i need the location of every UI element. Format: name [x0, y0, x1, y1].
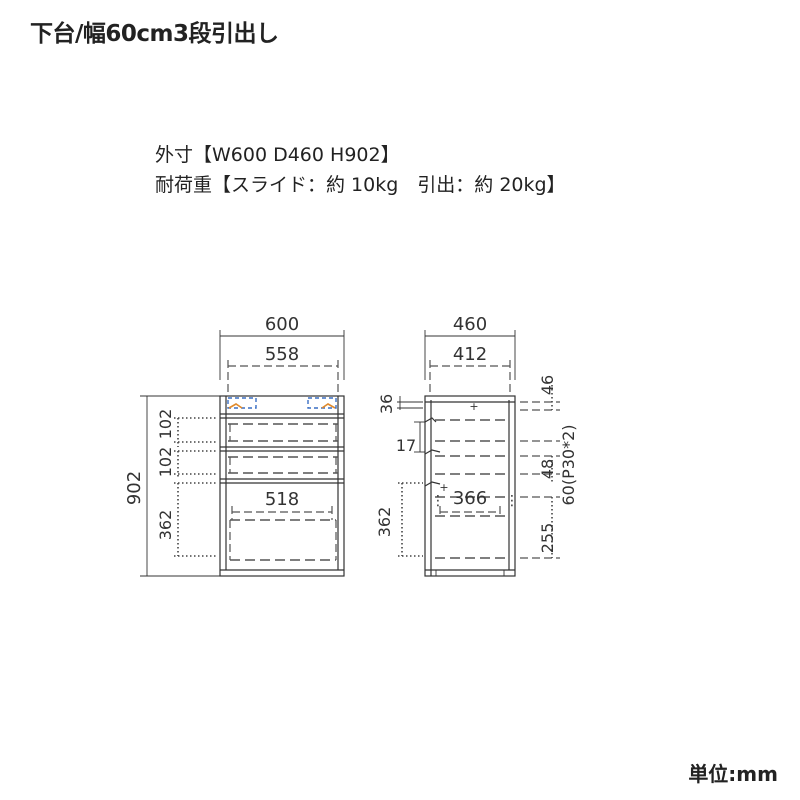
top-offset-label: 46	[538, 375, 557, 395]
drawer-depth-label: 366	[453, 488, 487, 509]
svg-text:⋮: ⋮	[431, 493, 445, 509]
unit-label: 単位:mm	[688, 762, 778, 786]
bottom-offset-label: 255	[538, 523, 557, 554]
drawer-1-height: 102	[156, 409, 175, 440]
drawer-width-label: 518	[265, 489, 299, 510]
side-view: 460 412 + ⋮ ⋮ + 366	[375, 314, 578, 577]
front-height-label: 902	[124, 471, 145, 505]
rail-48-label: 48	[538, 459, 557, 479]
svg-text:⋮: ⋮	[505, 493, 519, 509]
pitch-label: 60(P30*2)	[559, 424, 578, 505]
side-depth-label: 460	[453, 314, 487, 335]
outer-dimensions: 外寸【W600 D460 H902】	[155, 144, 400, 166]
page-title: 下台/幅60cm3段引出し	[30, 21, 279, 47]
front-inner-width-label: 558	[265, 344, 299, 365]
drawer-3-height: 362	[156, 510, 175, 541]
front-cabinet-outline	[219, 395, 345, 577]
side-inner-depth-label: 412	[453, 344, 487, 365]
load-capacity: 耐荷重【スライド：約 10kg 引出：約 20kg】	[155, 174, 566, 196]
top-gap-label: 36	[377, 394, 396, 414]
side-drawer-height-label: 362	[375, 507, 394, 538]
slide-gap-label: 17	[396, 436, 416, 455]
drawer-2-height: 102	[156, 447, 175, 478]
svg-text:+: +	[439, 481, 448, 494]
svg-text:+: +	[469, 400, 478, 413]
front-width-label: 600	[265, 314, 299, 335]
front-view: 600 558 518	[124, 314, 345, 577]
